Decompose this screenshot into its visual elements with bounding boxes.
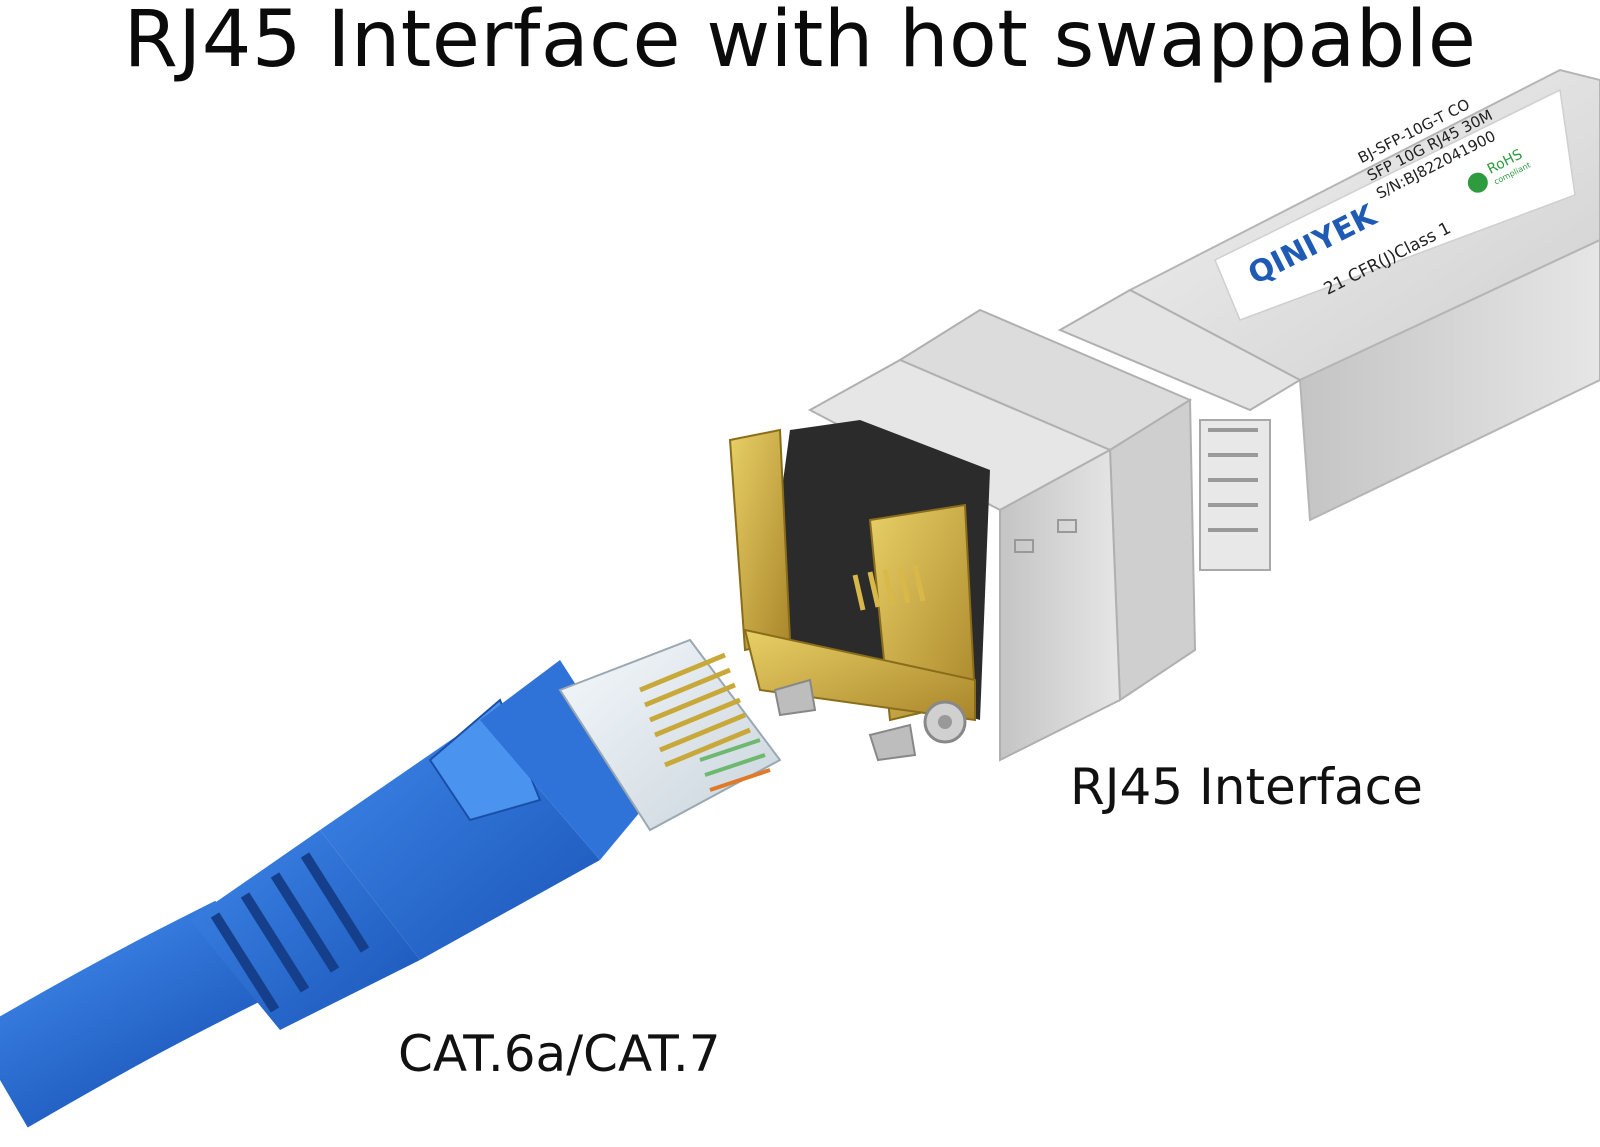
rj45-interface-label: RJ45 Interface [1070, 758, 1423, 816]
module-latch [1057, 288, 1303, 571]
page-title: RJ45 Interface with hot swappable [123, 0, 1477, 85]
sfp-module: QINIYEK BJ-SFP-10G-T CO SFP 10G RJ45 30M… [728, 68, 1600, 762]
rohs-leaf-icon [1467, 172, 1488, 193]
rj45-socket [728, 420, 990, 762]
rj45-plug [558, 638, 782, 832]
cable-boot [190, 660, 650, 1030]
ethernet-cable [0, 638, 782, 1128]
cable-type-label: CAT.6a/CAT.7 [398, 1025, 721, 1083]
